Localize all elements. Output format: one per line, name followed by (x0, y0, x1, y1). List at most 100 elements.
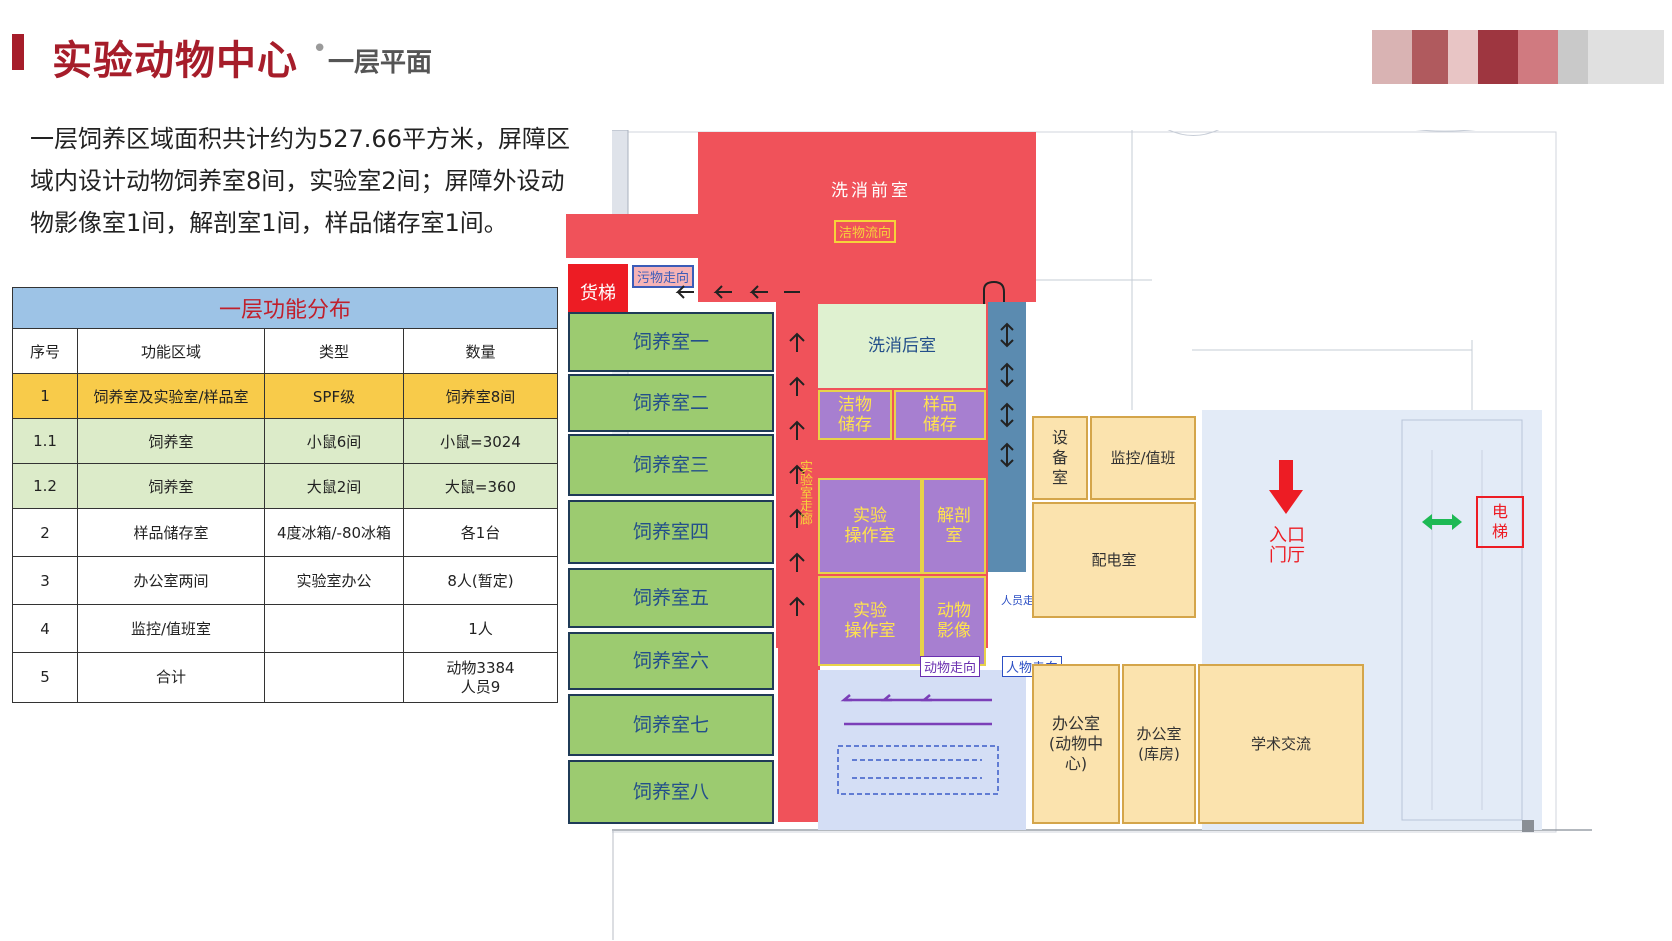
animal-flow-label: 动物走向 (920, 656, 981, 677)
feeding-room-6: 饲养室六 (568, 632, 774, 690)
power-distribution-room: 配电室 (1032, 502, 1196, 618)
elevator-label: 电 (1491, 502, 1508, 521)
clean-storage-label: 洁物 (838, 395, 872, 415)
dirty-flow-arrows (675, 280, 1005, 312)
cell-qty: 各1台 (403, 508, 558, 557)
cell-type: 小鼠6间 (264, 418, 404, 464)
equipment-room: 设备室 (1032, 416, 1088, 500)
table-row: 2 样品储存室 4度冰箱/-80冰箱 各1台 (12, 508, 558, 557)
office-label: (库房) (1138, 745, 1180, 763)
entrance-arrow-icon (1269, 460, 1303, 514)
header-cell: 类型 (264, 328, 404, 374)
bottom-lab-zone (818, 670, 1026, 830)
office-animal-center: 办公室(动物中心) (1032, 664, 1120, 824)
header-cell: 数量 (403, 328, 558, 374)
cell-qty: 大鼠=360 (403, 463, 558, 509)
clean-flow-label: 洁物流向 (834, 220, 897, 243)
cell-type (264, 604, 404, 653)
lab-room-label: 操作室 (844, 621, 896, 641)
table-row: 1.1 饲养室 小鼠6间 小鼠=3024 (12, 418, 558, 464)
wash-back-room: 洗消后室 (818, 304, 986, 388)
title-accent-bar (12, 34, 24, 70)
elevator-label: 梯 (1491, 522, 1508, 541)
cell-type: 4度冰箱/-80冰箱 (264, 508, 404, 557)
dissection-label: 室 (945, 526, 963, 546)
lab-room-1: 实验操作室 (818, 478, 922, 574)
cell-no: 4 (12, 604, 78, 653)
clean-storage-label: 储存 (838, 415, 872, 435)
equipment-label: 设 (1051, 428, 1068, 447)
lab-corridor-label: 实验室走廊 (797, 460, 812, 525)
red-vertical-corridor (778, 302, 820, 822)
table-row: 1.2 饲养室 大鼠2间 大鼠=360 (12, 463, 558, 509)
dissection-label: 解剖 (937, 506, 971, 526)
sample-storage-room: 样品储存 (894, 390, 986, 440)
cell-no: 5 (12, 652, 78, 703)
entrance-hall-label: 入口 门厅 (1266, 526, 1308, 566)
title-separator: • (312, 34, 328, 64)
entrance-label: 入口 (1269, 525, 1305, 546)
table-row: 3 办公室两间 实验室办公 8人(暂定) (12, 556, 558, 605)
flow-arrows-bottom (837, 694, 999, 795)
corridor-up-arrows (789, 332, 805, 616)
cell-type: SPF级 (264, 373, 404, 419)
cell-area: 饲养室及实验室/样品室 (77, 373, 265, 419)
animal-imaging-room: 动物影像 (922, 576, 986, 666)
cell-qty-line: 动物3384 (446, 658, 515, 677)
cell-no: 1.1 (12, 418, 78, 464)
monitor-duty-room: 监控/值班 (1090, 416, 1196, 500)
dirty-flow-label: 污物走向 (632, 265, 695, 288)
office-label: (动物中 (1048, 734, 1104, 753)
cell-type: 大鼠2间 (264, 463, 404, 509)
cell-qty: 动物3384 人员9 (403, 652, 558, 703)
lab-room-2: 实验操作室 (818, 576, 922, 666)
feeding-room-3: 饲养室三 (568, 434, 774, 496)
feeding-room-7: 饲养室七 (568, 694, 774, 756)
lab-room-label: 操作室 (844, 526, 896, 546)
floor-plan: 洗消前室 洁物流向 污物走向 货梯 洗消后室 洁物储存 样品储存 饲养室一 饲养… (566, 130, 1672, 940)
feeding-room-4: 饲养室四 (568, 500, 774, 564)
cell-type: 实验室办公 (264, 556, 404, 605)
office-label: 办公室 (1136, 725, 1182, 743)
equipment-label: 备 (1051, 448, 1068, 467)
feeding-room-5: 饲养室五 (568, 568, 774, 628)
blue-corridor-arrows (1000, 322, 1014, 468)
double-arrow-icon (1422, 514, 1462, 530)
cell-qty: 8人(暂定) (403, 556, 558, 605)
clean-storage-room: 洁物储存 (818, 390, 892, 440)
entrance-label: 门厅 (1269, 545, 1305, 566)
elevator: 电梯 (1476, 496, 1524, 548)
cell-qty: 1人 (403, 604, 558, 653)
table-header-row: 序号 功能区域 类型 数量 (12, 328, 558, 374)
sample-storage-label: 样品 (923, 395, 957, 415)
cell-area: 饲养室 (77, 463, 265, 509)
cell-no: 1 (12, 373, 78, 419)
equipment-label: 室 (1051, 468, 1068, 487)
cell-area: 饲养室 (77, 418, 265, 464)
page-subtitle: 一层平面 (328, 48, 433, 78)
table-row: 1 饲养室及实验室/样品室 SPF级 饲养室8间 (12, 373, 558, 419)
imaging-label: 影像 (937, 621, 971, 641)
cell-qty: 饲养室8间 (403, 373, 558, 419)
table-row: 4 监控/值班室 1人 (12, 604, 558, 653)
office-storage: 办公室 (库房) (1122, 664, 1196, 824)
sample-storage-label: 储存 (923, 415, 957, 435)
cell-area: 办公室两间 (77, 556, 265, 605)
cell-area: 监控/值班室 (77, 604, 265, 653)
lab-room-label: 实验 (853, 506, 887, 526)
table-row: 5 合计 动物3384 人员9 (12, 652, 558, 703)
dirty-corridor-top (566, 214, 702, 258)
academic-exchange-room: 学术交流 (1198, 664, 1364, 824)
lab-room-label: 实验 (853, 601, 887, 621)
cell-qty-line: 人员9 (460, 677, 501, 696)
wash-front-label: 洗消前室 (831, 181, 911, 201)
cell-no: 1.2 (12, 463, 78, 509)
feeding-room-2: 饲养室二 (568, 374, 774, 432)
cell-no: 2 (12, 508, 78, 557)
table-caption: 一层功能分布 (12, 287, 558, 329)
intro-paragraph: 一层饲养区域面积共计约为527.66平方米，屏障区域内设计动物饲养室8间，实验室… (30, 125, 570, 237)
cell-type (264, 652, 404, 703)
function-distribution-table: 一层功能分布 序号 功能区域 类型 数量 1 饲养室及实验室/样品室 SPF级 … (12, 287, 558, 703)
cell-qty: 小鼠=3024 (403, 418, 558, 464)
office-label: 心) (1064, 754, 1088, 773)
